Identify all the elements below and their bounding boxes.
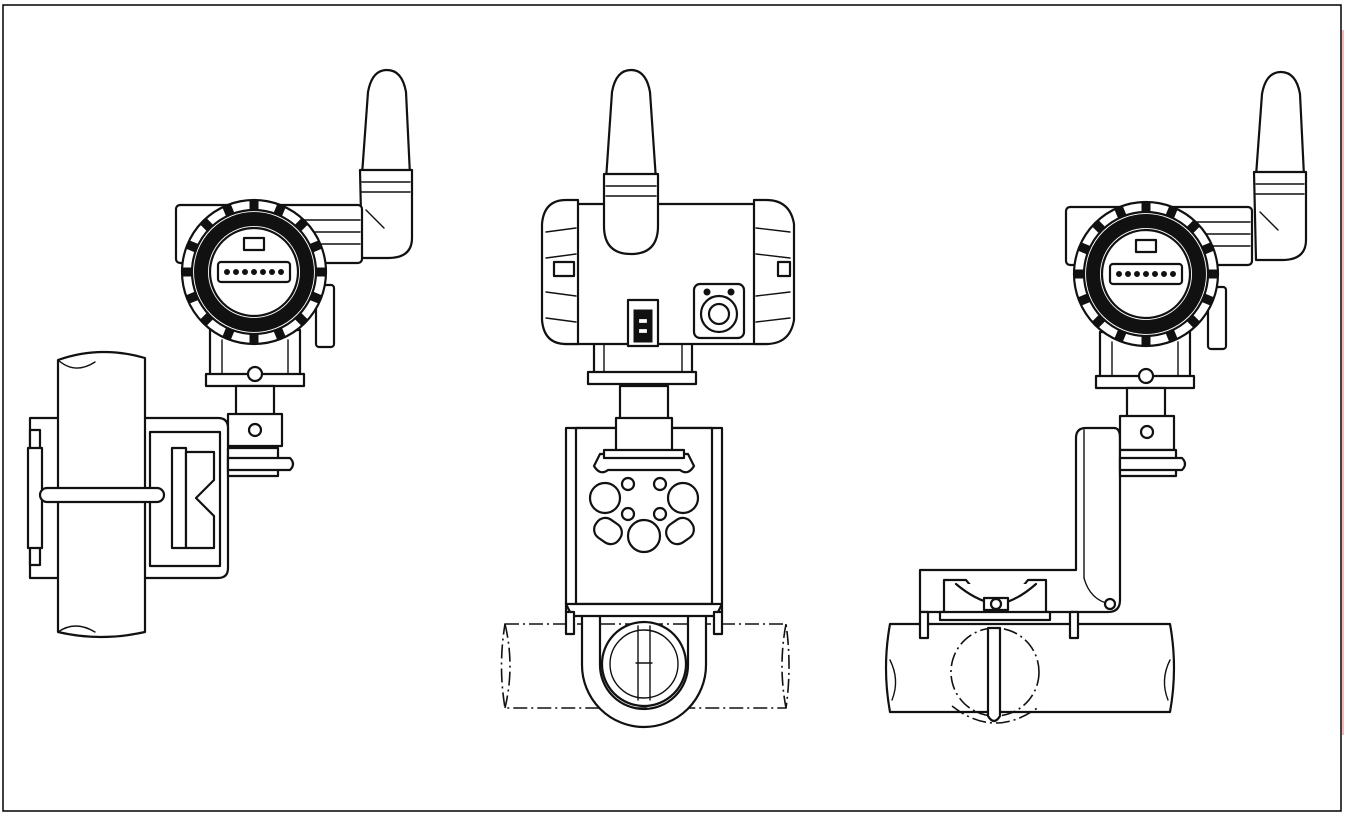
left-pipe — [38, 350, 166, 639]
center-antenna — [602, 68, 660, 256]
right-antenna — [1252, 70, 1308, 262]
bezel-notch — [1114, 330, 1127, 342]
display-dot — [1116, 271, 1122, 277]
right-brand-label: Honeywell — [1122, 293, 1169, 302]
display-dot — [1125, 271, 1131, 277]
display-dot — [251, 269, 257, 275]
bezel-notch — [1078, 293, 1090, 306]
display-dot — [224, 269, 230, 275]
right-pipe — [884, 622, 1176, 724]
bezel-notch — [310, 291, 322, 304]
bezel-notch — [222, 204, 235, 216]
bezel-notch — [1114, 206, 1127, 218]
bezel-notch — [186, 291, 198, 304]
left-brand-label: Honeywell — [230, 291, 277, 300]
display-dot — [1170, 271, 1176, 277]
bezel-notch — [1092, 315, 1105, 328]
center-pipe — [500, 623, 790, 709]
display-dot — [1143, 271, 1149, 277]
right-bracket — [918, 426, 1122, 640]
bezel-notch — [310, 240, 322, 253]
bezel-notch — [1202, 242, 1214, 255]
center-bracket — [564, 426, 724, 636]
bezel-notch — [1187, 220, 1200, 233]
center-ubolt — [580, 610, 708, 729]
bezel-notch — [1187, 315, 1200, 328]
bezel-notch — [249, 200, 259, 210]
display-dot — [269, 269, 275, 275]
bezel-notch — [1141, 336, 1151, 346]
bezel-notch — [273, 204, 286, 216]
bezel-notch — [1141, 202, 1151, 212]
bezel-notch — [295, 313, 308, 326]
bezel-notch — [295, 218, 308, 231]
display-dot — [1134, 271, 1140, 277]
bezel-notch — [222, 328, 235, 340]
display-dot — [1161, 271, 1167, 277]
right-view: Honeywell — [884, 70, 1308, 724]
display-dot — [278, 269, 284, 275]
bezel-notch — [273, 328, 286, 340]
bezel-notch — [1165, 330, 1178, 342]
center-view — [500, 68, 796, 729]
left-antenna — [358, 68, 414, 260]
display-dot — [242, 269, 248, 275]
bezel-ring — [194, 212, 314, 332]
bezel-notch — [186, 240, 198, 253]
bezel-notch — [1202, 293, 1214, 306]
bezel-notch — [200, 218, 213, 231]
display-dot — [1152, 271, 1158, 277]
figure-frame — [2, 4, 1342, 812]
display-dot — [260, 269, 266, 275]
left-view: Honeywell — [26, 68, 414, 639]
display-dot — [233, 269, 239, 275]
bezel-notch — [249, 334, 259, 344]
right-housing-face: Honeywell — [1072, 200, 1220, 348]
bezel-notch — [200, 313, 213, 326]
bezel-ring — [1086, 214, 1206, 334]
left-housing-face: Honeywell — [180, 198, 328, 346]
center-housing — [540, 198, 796, 348]
bezel-notch — [1165, 206, 1178, 218]
bezel-notch — [1092, 220, 1105, 233]
bezel-notch — [1078, 242, 1090, 255]
